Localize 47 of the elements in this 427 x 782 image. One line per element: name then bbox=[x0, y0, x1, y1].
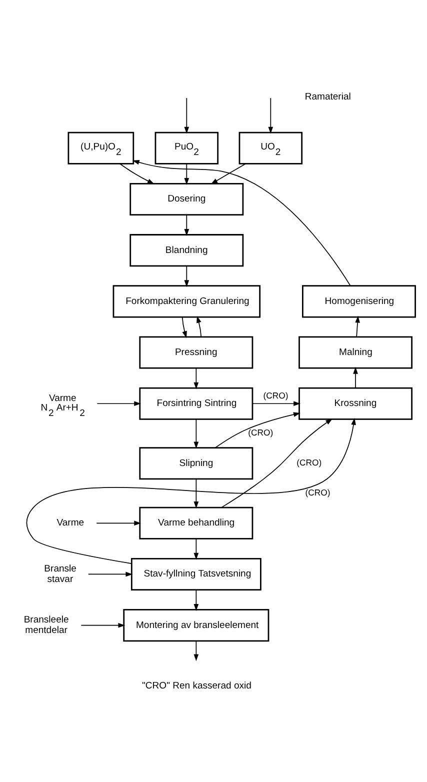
arrow bbox=[182, 316, 187, 338]
arrow bbox=[194, 538, 199, 560]
arrow bbox=[96, 400, 142, 406]
arrow bbox=[184, 97, 190, 134]
arrow bbox=[196, 315, 202, 337]
node-box: Forkompaktering Granulering bbox=[112, 284, 261, 318]
node-text: Bransleele mentdelar bbox=[24, 614, 69, 636]
arrow bbox=[184, 265, 190, 287]
arrow bbox=[194, 418, 199, 448]
node-box: Varme behandling bbox=[139, 506, 254, 539]
arrow bbox=[252, 400, 300, 406]
node-box: Malning bbox=[298, 336, 413, 368]
arrow bbox=[194, 588, 199, 610]
arrow bbox=[88, 571, 133, 576]
edge-label: (CRO) bbox=[248, 427, 274, 438]
node-box: Slipning bbox=[139, 446, 254, 480]
node-box: Dosering bbox=[130, 182, 244, 216]
node-box: Blandning bbox=[130, 234, 244, 266]
node-box: Homogenisering bbox=[302, 284, 416, 318]
arrow bbox=[96, 520, 142, 526]
arrow bbox=[194, 367, 199, 389]
node-box: Forsintring Sintring bbox=[139, 386, 254, 420]
node-box: Montering av bransleelement bbox=[123, 608, 270, 642]
arrow bbox=[132, 160, 351, 286]
node-box: Stav-fyllning Tatsvetsning bbox=[130, 557, 262, 590]
arrow bbox=[80, 622, 126, 628]
edge-label: (CRO) bbox=[305, 486, 330, 497]
edge-label: (CRO) bbox=[263, 390, 288, 400]
arrow bbox=[194, 478, 199, 508]
arrow bbox=[26, 417, 356, 564]
edge-label: (CRO) bbox=[296, 457, 322, 468]
arrow bbox=[119, 162, 154, 184]
arrow bbox=[268, 97, 274, 134]
label: Ramaterial bbox=[304, 90, 351, 102]
arrow bbox=[221, 418, 333, 508]
arrow bbox=[210, 162, 246, 184]
arrow bbox=[355, 315, 360, 337]
arrow bbox=[214, 412, 300, 448]
arrow bbox=[184, 214, 190, 236]
arrow bbox=[194, 640, 199, 661]
node-text: Varme bbox=[56, 517, 84, 528]
node-text: Bransle stavar bbox=[44, 562, 76, 584]
node-box: Pressning bbox=[139, 336, 254, 368]
arrow bbox=[353, 366, 358, 388]
label: "CRO" Ren kasserad oxid bbox=[142, 680, 252, 691]
node-box: Krossning bbox=[298, 386, 413, 420]
arrow bbox=[184, 162, 190, 184]
